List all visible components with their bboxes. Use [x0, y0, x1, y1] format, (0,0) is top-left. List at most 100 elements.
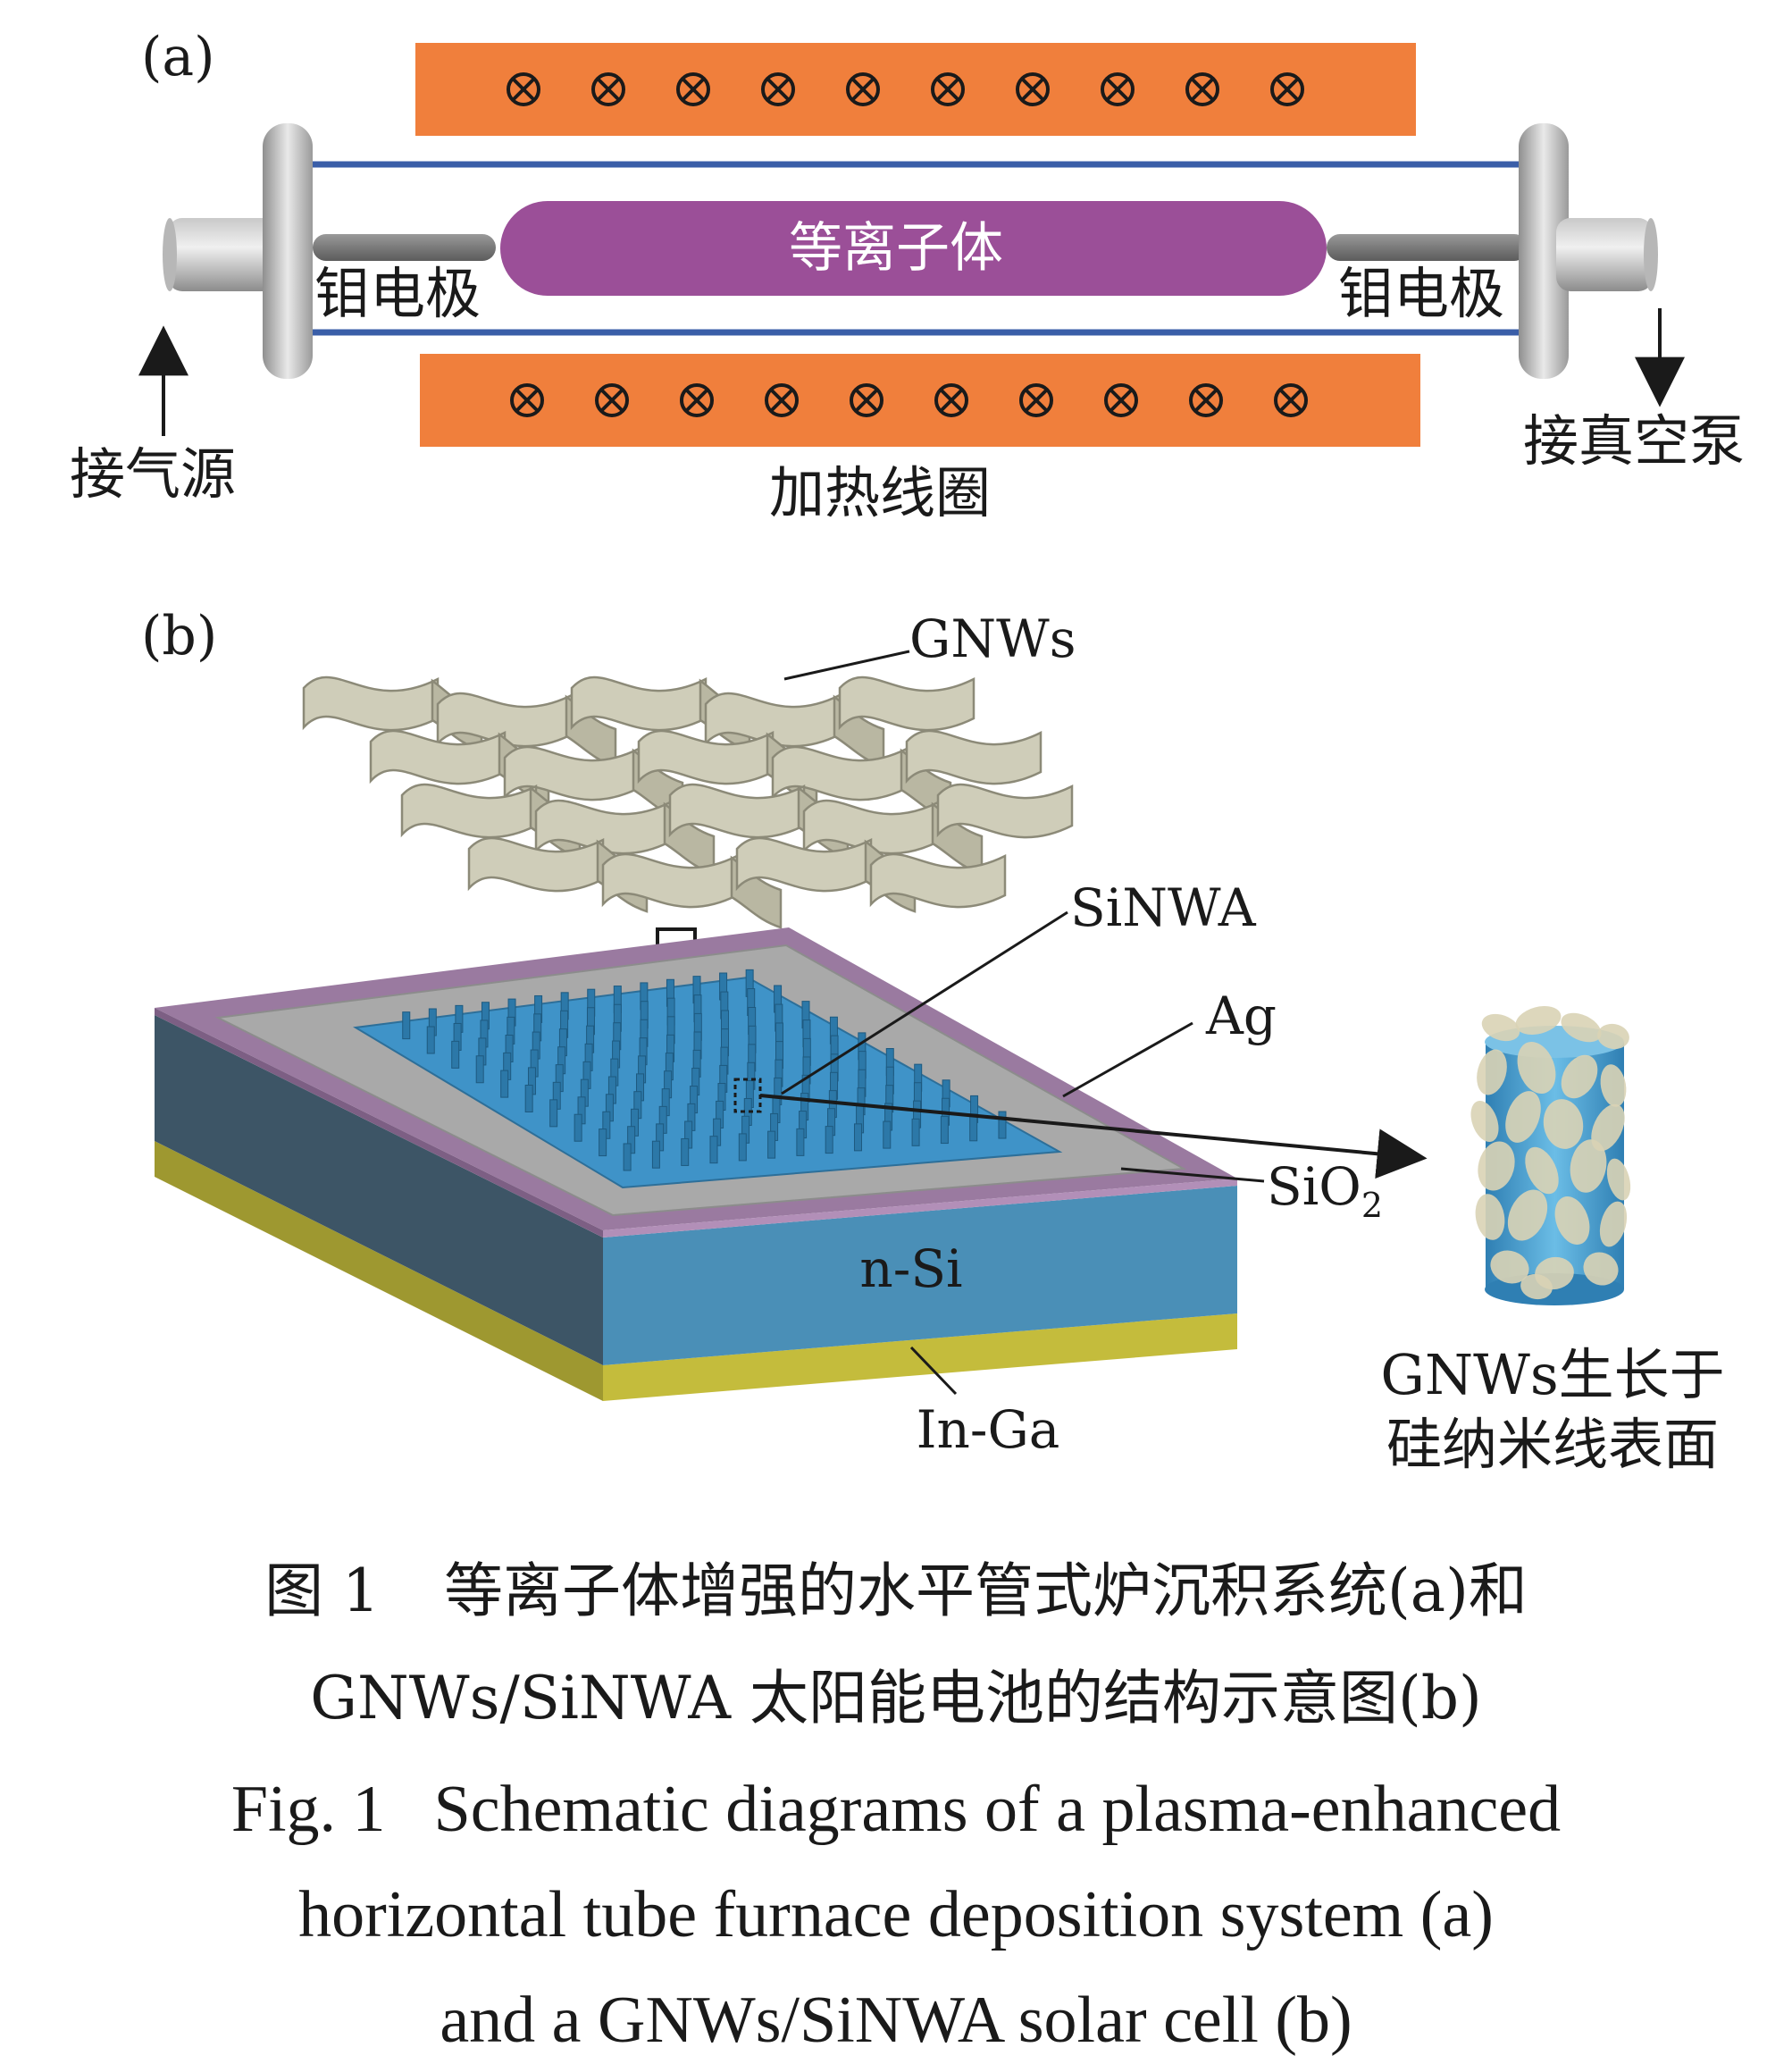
caption-cn-line2: GNWs/SiNWA 太阳能电池的结构示意图(b) — [310, 1664, 1482, 1733]
sinwa-nanowire — [426, 1026, 435, 1054]
sinwa-nanowire — [451, 1040, 460, 1069]
coil-symbols-bottom — [510, 383, 1308, 417]
sio2-label-subscript: 2 — [1361, 1186, 1383, 1225]
sio2-edge-left — [155, 1008, 603, 1238]
caption-cn-fig-num: 图 1 — [264, 1556, 381, 1625]
sinwa-nanowire — [402, 1011, 411, 1040]
gnw-flake — [1570, 1139, 1607, 1193]
electrode-label-right: 钼电极 — [1338, 261, 1504, 326]
gas-source-label: 接气源 — [70, 441, 236, 507]
gnw-flake — [1470, 1100, 1499, 1143]
solar-cell-device — [155, 927, 1237, 1401]
vacuum-pump-label: 接真空泵 — [1523, 408, 1745, 474]
coil-block-top — [415, 43, 1416, 136]
sinwa-nanowire — [651, 1140, 660, 1169]
gnw-flake — [1477, 1049, 1507, 1095]
panel-b: (b) — [141, 605, 1725, 1477]
gnw-flake — [1606, 1158, 1631, 1201]
inset-label-line1: GNWs生长于 — [1380, 1342, 1724, 1407]
coil-cross-symbol — [1274, 383, 1308, 417]
coil-cross-symbol — [680, 383, 714, 417]
inset-label-line2: 硅纳米线表面 — [1386, 1412, 1719, 1477]
sinwa-nanowire — [681, 1137, 690, 1166]
sinwa-nanowire — [500, 1070, 509, 1098]
sinwa-nanowire — [549, 1099, 558, 1128]
sinwa-nanowire — [911, 1118, 920, 1146]
flange-left — [263, 123, 313, 379]
gnw-flake — [1561, 1012, 1602, 1043]
sio2-edge-front — [603, 1179, 1237, 1238]
coil-cross-symbol — [850, 383, 883, 417]
coil-cross-symbol — [507, 72, 540, 106]
plasma-label: 等离子体 — [789, 217, 1003, 280]
sinwa-nanowire — [853, 1123, 862, 1152]
vacuum-outlet-pipe-end — [1644, 218, 1658, 291]
ag-label: Ag — [1205, 986, 1277, 1046]
sinwa-nanowire — [940, 1116, 949, 1145]
sinwa-nanowire — [825, 1126, 833, 1154]
gnw-flake — [1505, 1091, 1541, 1143]
gnw-flake — [1520, 1273, 1553, 1300]
gnw-flake — [1600, 1064, 1627, 1107]
heating-coil-top — [415, 43, 1416, 136]
panel-a-label: (a) — [141, 26, 215, 88]
coil-symbols-top — [507, 72, 1304, 106]
leader-sio2 — [1120, 1167, 1265, 1183]
sinwa-nanowire — [475, 1055, 484, 1084]
vacuum-outlet-pipe — [1556, 218, 1653, 291]
gnw-flake — [1515, 1006, 1562, 1035]
gnw-sheet — [302, 675, 440, 732]
electrode-label-left: 钼电极 — [314, 261, 481, 326]
gnw-flake — [1543, 1099, 1584, 1149]
sio2-label: SiO2 — [1267, 1156, 1383, 1225]
gnw-flake — [1517, 1041, 1556, 1095]
gnw-flake — [1561, 1054, 1598, 1099]
gnw-flake — [1478, 1141, 1515, 1191]
flange-right — [1519, 123, 1569, 379]
coil-cross-symbol — [931, 72, 965, 106]
coil-cross-symbol — [1185, 72, 1219, 106]
sinwa-nanowire — [623, 1143, 632, 1171]
sinwa-nanowire — [883, 1120, 892, 1149]
sinwa-label: SiNWA — [1070, 877, 1257, 938]
gnw-flake — [1475, 1194, 1505, 1240]
caption-en-fig-num: Fig. 1 — [230, 1773, 386, 1846]
coil-block-bottom — [420, 354, 1420, 447]
coil-cross-symbol — [510, 383, 544, 417]
coil-cross-symbol — [1270, 72, 1304, 106]
panel-a: (a) 等离子体 钼电极 钼电极 接气源 — [70, 26, 1745, 525]
sinwa-nanowire-field — [402, 969, 1007, 1171]
coil-cross-symbol — [846, 72, 880, 106]
coil-cross-symbol — [1104, 383, 1138, 417]
leader-in-ga — [909, 1346, 958, 1396]
gas-inlet-pipe — [168, 218, 284, 291]
coil-cross-symbol — [1101, 72, 1135, 106]
n-si-label: n-Si — [859, 1238, 962, 1299]
leader-sinwa — [781, 910, 1068, 1095]
sio2-label-main: SiO — [1267, 1156, 1361, 1217]
coil-cross-symbol — [676, 72, 710, 106]
sinwa-nanowire — [738, 1133, 747, 1162]
coil-cross-symbol — [1189, 383, 1223, 417]
gnw-flake — [1507, 1189, 1548, 1241]
gnws-network — [302, 675, 1074, 929]
coil-cross-symbol — [765, 383, 799, 417]
gnw-sheet — [936, 783, 1074, 839]
coil-cross-symbol — [934, 383, 968, 417]
gnw-sheet — [869, 852, 1007, 909]
gnw-flake — [1583, 1252, 1619, 1286]
gnw-flake — [1597, 1023, 1629, 1050]
zoom-arrow — [759, 1094, 1428, 1179]
gnw-sheet — [400, 783, 538, 839]
gnw-flake — [1525, 1146, 1559, 1195]
sinwa-nanowire — [709, 1136, 718, 1164]
sinwa-nanowire — [627, 1126, 636, 1154]
sinwa-nanowire — [969, 1113, 978, 1142]
heating-coil-label: 加热线圈 — [769, 460, 991, 525]
n-si-front-face — [603, 1186, 1237, 1365]
leader-ag — [1062, 1021, 1193, 1098]
in-ga-layer-left — [155, 1141, 603, 1401]
